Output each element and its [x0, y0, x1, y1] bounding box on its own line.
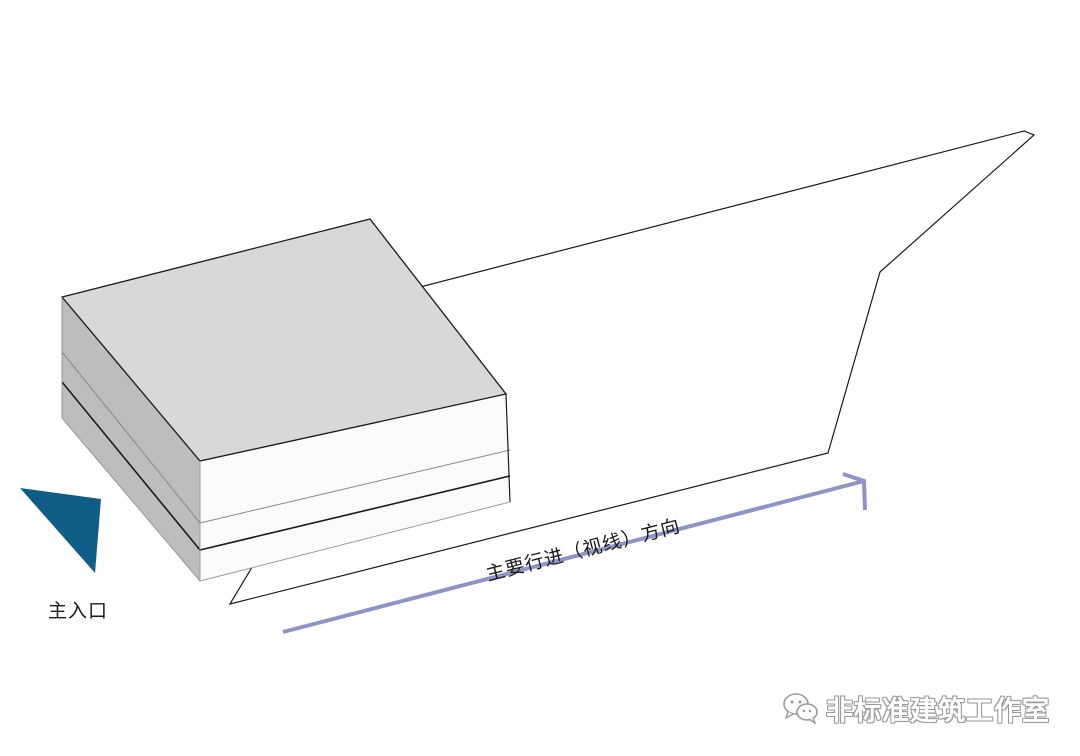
building-left-face [62, 297, 200, 581]
building-front-face [200, 394, 510, 581]
entrance-triangle [20, 488, 101, 573]
direction-arrow-shaft [282, 479, 865, 634]
bottom-front-edge [199, 501, 511, 582]
bottom-left-edge [61, 417, 201, 582]
watermark: 非标准建筑工作室 [782, 690, 1050, 727]
direction-arrow-head [842, 472, 867, 511]
watermark-text: 非标准建筑工作室 [826, 695, 1050, 727]
left-floor-line-2 [61, 381, 201, 551]
wechat-icon [783, 693, 818, 725]
main-entrance-label: 主入口 [48, 600, 109, 622]
left-floor-line-1 [61, 351, 201, 524]
front-right-edge [505, 393, 511, 503]
front-floor-line-2 [199, 475, 511, 551]
front-floor-line-1 [199, 449, 511, 524]
